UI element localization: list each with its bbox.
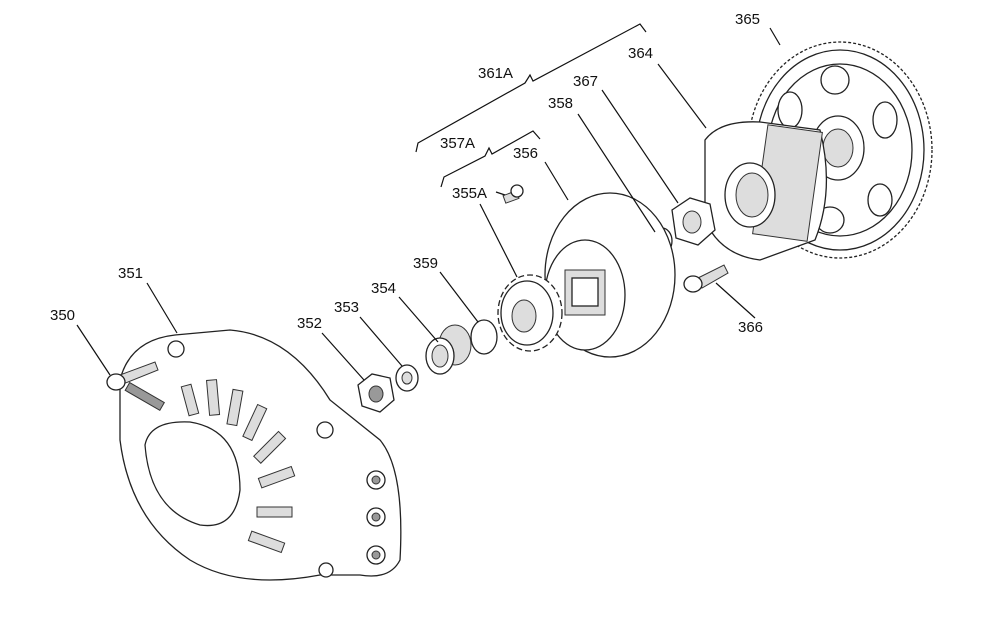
part-355-sprocket — [497, 274, 563, 352]
part-364-clutch-shoes — [704, 121, 828, 261]
label-355A: 355A — [452, 185, 487, 202]
label-366: 366 — [738, 319, 763, 336]
label-364: 364 — [628, 45, 653, 62]
part-355A-screw — [502, 184, 524, 204]
label-356: 356 — [513, 145, 538, 162]
label-352: 352 — [297, 315, 322, 332]
part-352-nut — [357, 373, 395, 413]
label-350: 350 — [50, 307, 75, 324]
leader-lines — [76, 27, 781, 381]
bracket-357A — [440, 130, 541, 188]
label-365: 365 — [735, 11, 760, 28]
label-354: 354 — [371, 280, 396, 297]
label-353: 353 — [334, 299, 359, 316]
bracket-361A — [415, 23, 647, 153]
part-354-needle-bearing — [425, 324, 472, 375]
label-358: 358 — [548, 95, 573, 112]
label-361A: 361A — [478, 65, 513, 82]
label-357A: 357A — [440, 135, 475, 152]
part-366-bolt — [683, 264, 729, 293]
label-359: 359 — [413, 255, 438, 272]
part-350-bolt — [106, 361, 159, 391]
part-356-clutch-drum — [544, 192, 676, 358]
part-359-circlip — [470, 319, 498, 355]
part-367-nut-hole — [682, 210, 702, 234]
label-351: 351 — [118, 265, 143, 282]
part-353-washer — [395, 364, 419, 392]
part-351-cover — [119, 329, 402, 581]
label-367: 367 — [573, 73, 598, 90]
